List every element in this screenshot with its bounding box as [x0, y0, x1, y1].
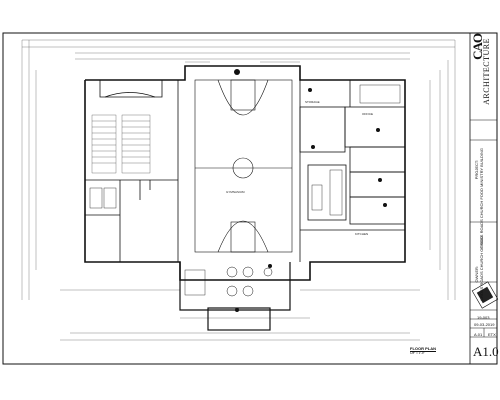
restroom-fixtures [89, 187, 206, 296]
room-label-gym: GYMNASIUM [226, 190, 245, 194]
sanctuary-seating [91, 114, 151, 174]
sheet-ref-left: A.01 [474, 332, 483, 337]
east-wing-walls [299, 80, 406, 262]
annex-tables [226, 266, 273, 297]
dimension-lines [21, 39, 456, 341]
west-wing-walls [85, 80, 179, 262]
annex-walls [179, 262, 291, 331]
owner-name: CROSS ROADS CHURCH OF GOD [479, 236, 484, 301]
plan-scale: 1/8" = 1'-0" [410, 351, 425, 355]
room-label-storage: STORAGE [305, 100, 320, 104]
room-label-office: OFFICE [362, 112, 373, 116]
sheet-ref-right: ETX [488, 332, 496, 337]
stamp-graphic [471, 281, 499, 309]
room-label-kitchen: KITCHEN [355, 232, 369, 236]
gymnasium-court [194, 79, 293, 253]
issue-date: 09-03-2019 [474, 322, 495, 327]
sheet-number: A1.0 [473, 344, 499, 359]
plan-title: FLOOR PLAN [410, 346, 436, 351]
sheet-border [2, 32, 498, 365]
kitchen-equipment [311, 84, 401, 216]
firm-name: ARCHITECTURE [482, 38, 491, 105]
section-markers [234, 69, 387, 312]
job-number: 19-003 [477, 315, 490, 320]
project-name: CROSS ROADS CHURCH FOOD MINISTRY BUILDIN… [479, 148, 484, 249]
